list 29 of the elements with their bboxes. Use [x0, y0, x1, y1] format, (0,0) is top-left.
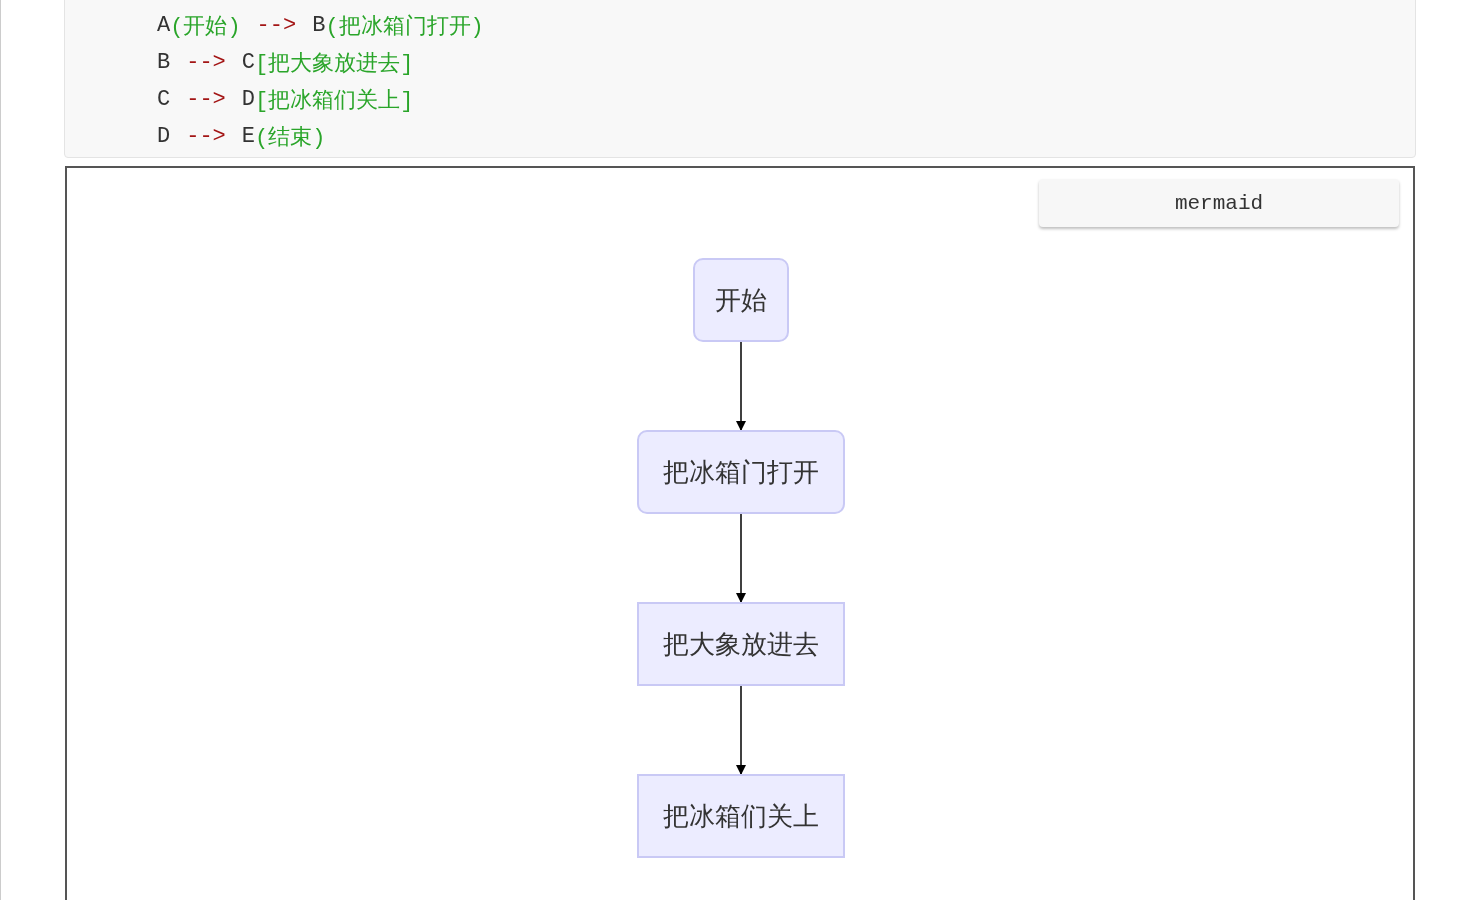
process-box	[637, 430, 845, 514]
process-box	[637, 774, 845, 858]
code-text: C	[241, 50, 255, 75]
code-text: D	[157, 124, 171, 149]
node-text: 把冰箱门打开	[663, 455, 819, 489]
node-text: 把大象放进去	[663, 627, 819, 661]
code-text: -->	[186, 87, 226, 112]
arrow	[735, 685, 747, 776]
process-box	[693, 258, 789, 342]
code-text: -->	[256, 13, 297, 38]
process-box	[637, 602, 845, 686]
arrow	[735, 513, 747, 604]
language-tag: mermaid	[1039, 179, 1399, 227]
code-text: (结束)	[255, 124, 326, 152]
code-text: B	[312, 13, 326, 38]
code-text: A	[157, 13, 171, 38]
code-text: -->	[186, 124, 226, 149]
node-text: 开始	[715, 283, 767, 317]
code-text: [把冰箱们关上]	[255, 87, 414, 115]
code-text: -->	[186, 50, 226, 75]
code-text: E	[241, 124, 255, 149]
arrow	[735, 341, 747, 432]
code-text: [把大象放进去]	[255, 50, 414, 78]
node-text: 把冰箱们关上	[663, 799, 819, 833]
code-text: (开始)	[170, 13, 241, 41]
code-text: B	[157, 50, 171, 75]
code-text: C	[157, 87, 171, 112]
code-text: D	[241, 87, 255, 112]
code-text: (把冰箱门打开)	[325, 13, 484, 41]
